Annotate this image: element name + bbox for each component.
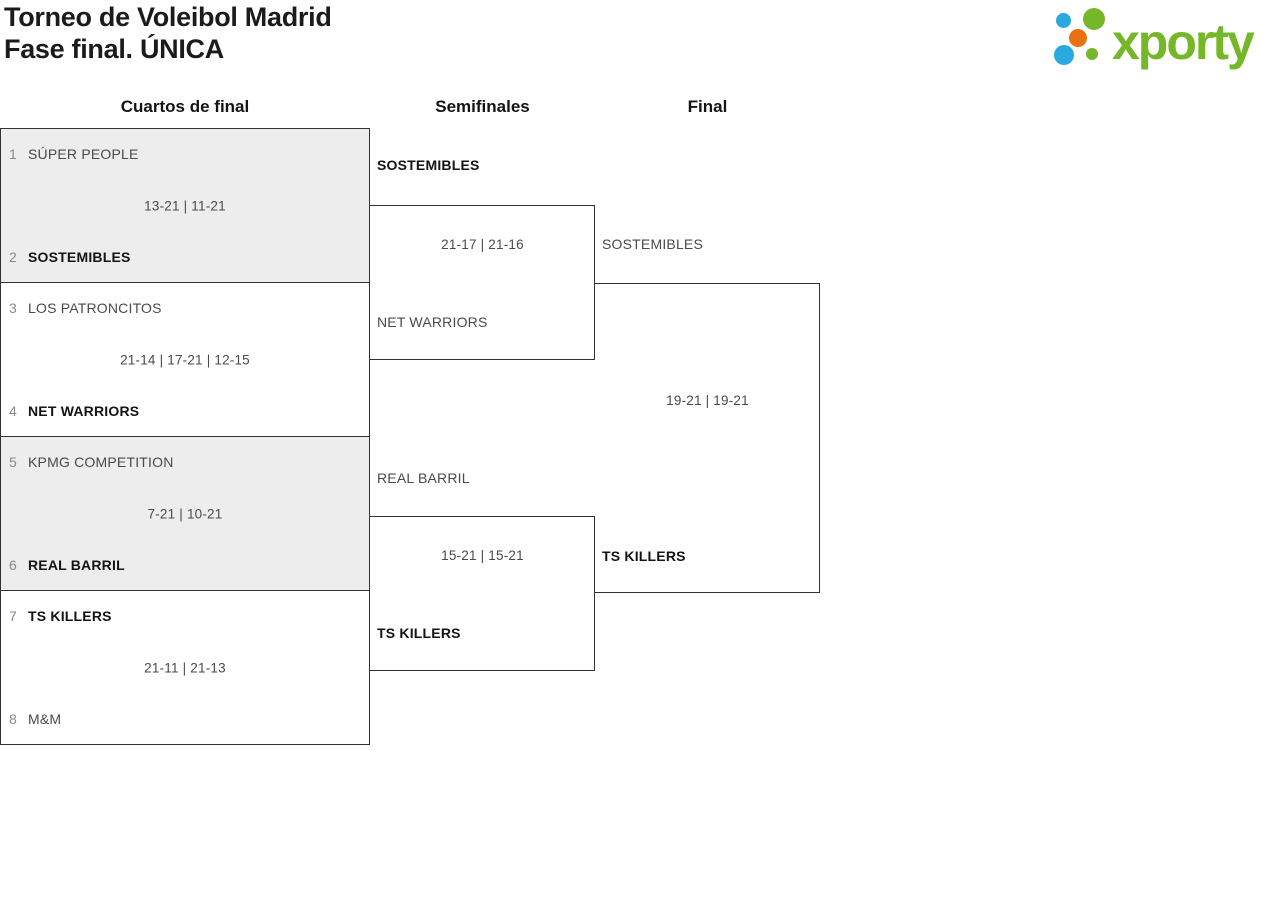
match-score: 21-11 | 21-13: [144, 660, 226, 675]
team-row: 7 TS KILLERS: [9, 608, 361, 624]
match-box-qf2: 3 LOS PATRONCITOS 21-14 | 17-21 | 12-15 4…: [0, 282, 370, 437]
phase-name: Fase final. ÚNICA: [4, 34, 224, 64]
team-seed: 5: [9, 454, 17, 470]
match-score: 15-21 | 15-21: [441, 548, 524, 563]
match-box-qf3: 5 KPMG COMPETITION 7-21 | 10-21 6 REAL BAR…: [0, 436, 370, 591]
team-name: SOSTEMIBLES: [28, 249, 131, 265]
team-seed: 3: [9, 300, 17, 316]
logo-dot-green-large-icon: [1083, 8, 1105, 30]
match-score: 7-21 | 10-21: [147, 506, 223, 521]
match-score: 21-14 | 17-21 | 12-15: [120, 352, 250, 367]
match-box-sf2: [370, 516, 595, 671]
team-row: 1 SÚPER PEOPLE: [9, 146, 361, 162]
match-box-qf4: 7 TS KILLERS 21-11 | 21-13 8 M&M: [0, 590, 370, 745]
round-header-quarterfinals: Cuartos de final: [120, 97, 250, 116]
team-row: 8 M&M: [9, 711, 361, 727]
team-name: SOSTEMIBLES: [602, 236, 704, 252]
tournament-name: Torneo de Voleibol Madrid: [4, 2, 332, 32]
team-seed: 8: [9, 711, 17, 727]
match-box-qf1: 1 SÚPER PEOPLE 13-21 | 11-21 2 SOSTEMIBLES: [0, 128, 370, 283]
round-header-final: Final: [687, 97, 728, 116]
team-name: TS KILLERS: [28, 608, 112, 624]
match-score: 19-21 | 19-21: [666, 393, 749, 408]
team-name: REAL BARRIL: [28, 557, 125, 573]
team-seed: 7: [9, 608, 17, 624]
team-seed: 2: [9, 249, 17, 265]
team-seed: 4: [9, 403, 17, 419]
team-name: KPMG COMPETITION: [28, 454, 174, 470]
team-row: 4 NET WARRIORS: [9, 403, 361, 419]
round-header-semifinals: Semifinales: [435, 97, 530, 116]
team-seed: 1: [9, 146, 17, 162]
team-row: 6 REAL BARRIL: [9, 557, 361, 573]
match-score: 21-17 | 21-16: [441, 237, 524, 252]
logo-dot-blue-large-icon: [1054, 45, 1074, 65]
team-name: NET WARRIORS: [377, 314, 488, 330]
xporty-logo[interactable]: xporty: [1050, 4, 1276, 72]
team-seed: 6: [9, 557, 17, 573]
logo-dot-green-small-icon: [1086, 48, 1098, 60]
page-title: Torneo de Voleibol Madrid Fase final. ÚN…: [4, 1, 332, 65]
match-box-sf1: [370, 205, 595, 360]
team-name: LOS PATRONCITOS: [28, 300, 162, 316]
team-row: 5 KPMG COMPETITION: [9, 454, 361, 470]
team-name: TS KILLERS: [602, 548, 686, 564]
team-row: 2 SOSTEMIBLES: [9, 249, 361, 265]
team-name: SOSTEMIBLES: [377, 157, 480, 173]
logo-wordmark: xporty: [1112, 14, 1255, 70]
team-name: REAL BARRIL: [377, 470, 470, 486]
quarterfinals-column: 1 SÚPER PEOPLE 13-21 | 11-21 2 SOSTEMIBLES…: [0, 128, 370, 745]
team-name: M&M: [28, 711, 62, 727]
team-name: SÚPER PEOPLE: [28, 146, 139, 162]
team-name: NET WARRIORS: [28, 403, 140, 419]
logo-dot-orange-icon: [1069, 29, 1087, 47]
match-score: 13-21 | 11-21: [144, 198, 226, 213]
team-name: TS KILLERS: [377, 625, 461, 641]
team-row: 3 LOS PATRONCITOS: [9, 300, 361, 316]
logo-dot-blue-small-icon: [1056, 13, 1071, 28]
match-box-final: [595, 283, 820, 593]
